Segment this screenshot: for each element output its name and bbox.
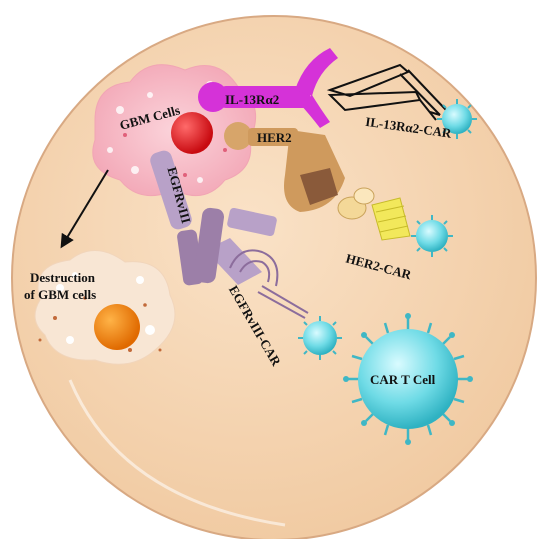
her2-receptor — [224, 122, 345, 212]
destruction-arrow — [60, 169, 109, 249]
red-antigen-ball — [171, 112, 213, 154]
car-t-cell-small-1 — [437, 99, 477, 139]
il13ra2-receptor — [198, 48, 338, 128]
label-her2: HER2 — [257, 130, 292, 145]
destroyed-gbm-cell — [34, 250, 176, 365]
cell-highlight-arc — [68, 379, 286, 527]
her2-car-antibody — [337, 187, 411, 241]
label-destruction-line2: of GBM cells — [24, 287, 96, 302]
label-il13ra2: IL-13Rα2 — [225, 92, 279, 107]
label-destruction-line1: Destruction — [30, 270, 96, 285]
car-t-cell-small-3 — [298, 316, 342, 360]
car-t-cell-large — [343, 313, 473, 445]
egfrviii-car-antibody — [229, 249, 309, 319]
il13ra2-car-antibody — [326, 63, 447, 121]
label-car-t-cell: CAR T Cell — [370, 372, 436, 387]
car-t-cell-small-2 — [411, 215, 453, 257]
gbm-nucleus-orange — [94, 304, 140, 350]
